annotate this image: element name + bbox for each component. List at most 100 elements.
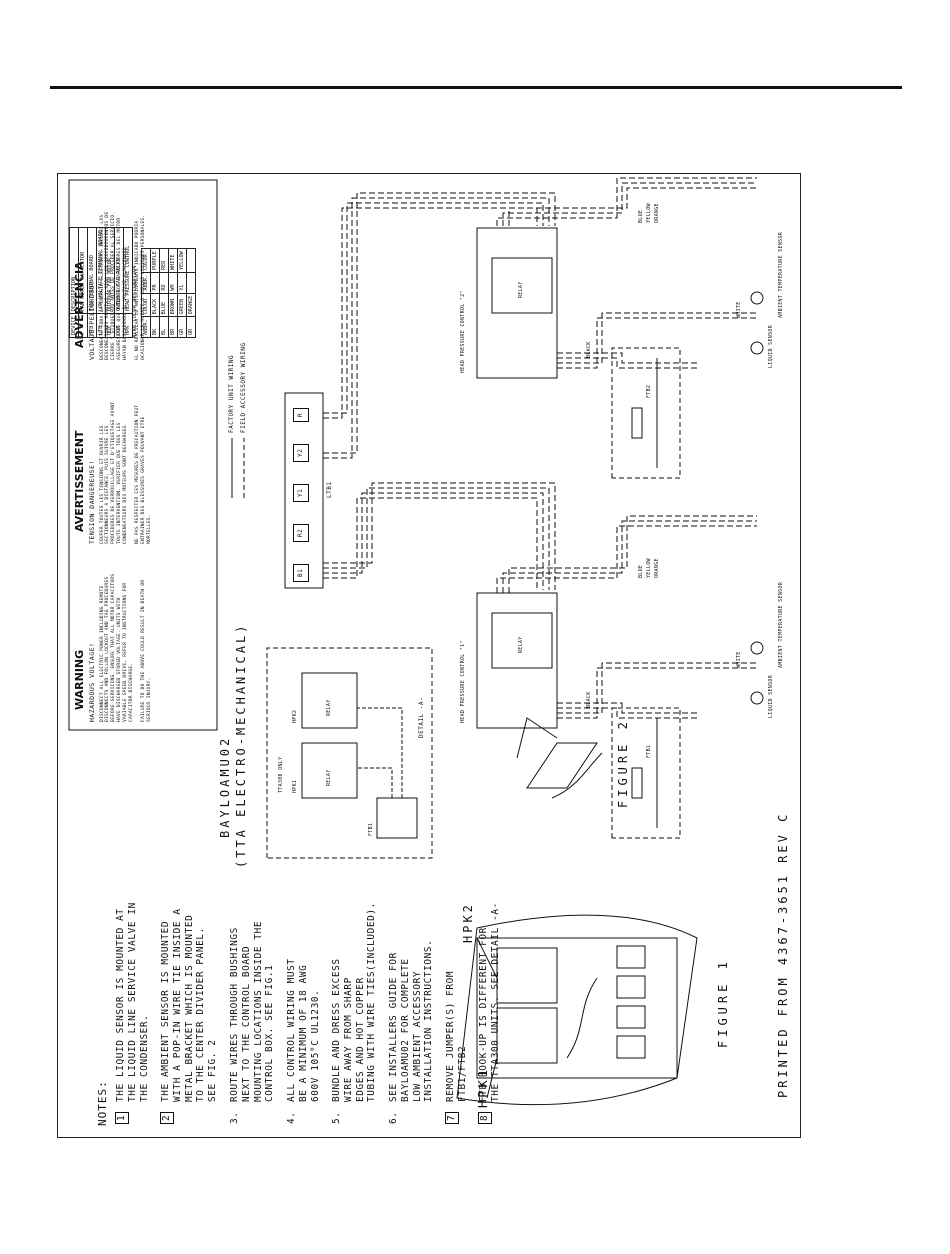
color-table-cell: YL [177,272,187,294]
hpc-right-relay: RELAY [518,281,524,298]
ltb-label: LTB1 [326,481,333,498]
warning-en-body: DISCONNECT ALL ELECTRIC POWER INCLUDING … [99,573,135,722]
ltb-strip [284,392,324,589]
liquid-sensor-right-symbol [750,341,764,355]
hpc-left-board [476,592,558,729]
note-marker: 8 [478,1111,492,1124]
wire-label-orange-right: ORANGE [654,203,660,223]
ambient-sensor-left-symbol [750,641,764,655]
figure1-hpk1-leader [486,1057,498,1099]
wire-label-black-left: BLACK [586,691,592,708]
field-wiring-right [323,177,757,459]
ambient-sensor-left-label: AMBIENT TEMPERATURE SENSOR [778,581,784,668]
notes-heading: NOTES: [96,1080,109,1126]
ambient-sensor-right-label: AMBIENT TEMPERATURE SENSOR [778,231,784,318]
wire-label-black-right: BLACK [586,341,592,358]
ftb2-label: FTB2 [646,384,652,398]
color-table-cell [186,272,196,294]
hpc-right-title: HEAD PRESSURE CONTROL "2" [460,290,466,373]
color-table-cell: OR [186,316,196,338]
legend-factory-wiring: FACTORY UNIT WIRING [228,354,235,433]
hpc-left-relay [491,612,553,669]
device-table-cell: ODF [114,313,124,338]
hpc-right-board [476,227,558,379]
note-text: SEE INSTALLERS GUIDE FOR BAYLOAMU02 FOR … [388,939,435,1102]
wire-label-blue-left: BLUE [638,564,644,578]
figure1-hpk2-label: HPK2 [461,902,475,943]
hpc-right-relay [491,257,553,314]
ftb1-label: FTB1 [646,744,652,758]
liquid-sensor-left-label: LIQUID SENSOR [768,674,774,718]
warning-fr-body: COUPER TOUTES LES TENSIONS ET OUVRIR LES… [99,401,129,544]
note-text: ALL CONTROL WIRING MUST BE A MINIMUM OF … [286,958,321,1102]
figure1-outline [456,914,698,1106]
hpc-left-relay: RELAY [518,636,524,653]
color-table-cell: BL [159,316,169,338]
wire-label-white-right: WHITE [736,301,742,318]
ftb1-box [611,707,681,839]
detail-ftb: FTB1 [368,822,374,836]
device-table-header: DESCRIPTION [69,227,79,314]
warning-en-subtitle: HAZARDOUS VOLTAGE! [88,642,96,722]
wire-label-orange-left: ORANGE [654,558,660,578]
ftb2-box [611,347,681,479]
warning-fr-subtitle: TENSION DANGEREUSE! [88,460,96,544]
figure1-label: FIGURE 1 [716,958,730,1048]
detail-wire-2 [357,707,403,798]
color-table-cell: BLACK [150,293,160,317]
device-table-cell: OUTDOOR FAN RELAY [114,227,124,314]
note-marker: 4. [286,1111,297,1125]
figure1-hpk2 [496,947,558,1004]
figure1-contactor-4 [616,945,646,969]
color-table-header: ABBR. [141,272,151,294]
figure1-wiring [566,977,598,1059]
note-text: THE AMBIENT SENSOR IS MOUNTED WITH A POP… [160,908,218,1102]
color-table-cell: PR [150,272,160,294]
ltb-terminal: B1 [293,563,309,582]
color-table-cell: ORANGE [186,293,196,317]
warning-fr-title: AVERTISSEMENT [73,430,86,532]
figure1-contactor-2 [616,1005,646,1029]
figure2-wire [551,752,603,799]
field-wiring-left [323,482,757,719]
color-table-cell: WHITE [168,248,178,273]
detail-wire-1 [357,767,393,798]
note-text: THE LIQUID SENSOR IS MOUNTED AT THE LIQU… [115,902,150,1102]
color-table-cell: BK [150,316,160,338]
color-table-cell: BR [168,316,178,338]
detail-relay-1: RELAY [326,769,332,786]
device-table-header: DEVICE [69,313,79,338]
note-marker: 6. [388,1111,399,1125]
detail-a-box [266,647,433,859]
warning-en-title: WARNING [73,649,86,710]
device-table-cell: F [78,313,88,338]
ftb1-terminal [631,767,643,799]
note-marker: 3. [229,1111,240,1125]
ftb2-terminal [631,407,643,439]
color-table-cell: GR [177,316,187,338]
wire-label-yellow-left: YELLOW [646,558,652,578]
device-table-cell: FTB [87,313,97,338]
warning-fr-footer: NE PAS RESPECTER CES MESURES DE PRECAUTI… [135,404,153,544]
note-text: ROUTE WIRES THROUGH BUSHINGS NEXT TO THE… [229,920,276,1102]
note-marker: 2 [160,1111,174,1124]
color-table-header: ABBR. [141,316,151,338]
color-table-title: WIRE COLOR DESIGNATION [132,265,138,338]
ltb-terminal: R2 [293,523,309,542]
device-table-cell: LOW VOLTAGE TERMINAL BOARD [96,227,106,314]
liquid-sensor-left-symbol [750,691,764,705]
color-table-cell: RD [159,272,169,294]
color-table-cell [186,248,196,273]
warning-en-footer: FAILURE TO DO THE ABOVE COULD RESULT IN … [141,579,153,722]
color-table-cell: RED [159,248,169,273]
color-table-cell: WH [168,272,178,294]
color-table-cell: YELLOW [177,248,187,273]
printed-from-footer: PRINTED FROM 4367-3651 REV C [776,811,790,1098]
header-rule [50,86,902,89]
